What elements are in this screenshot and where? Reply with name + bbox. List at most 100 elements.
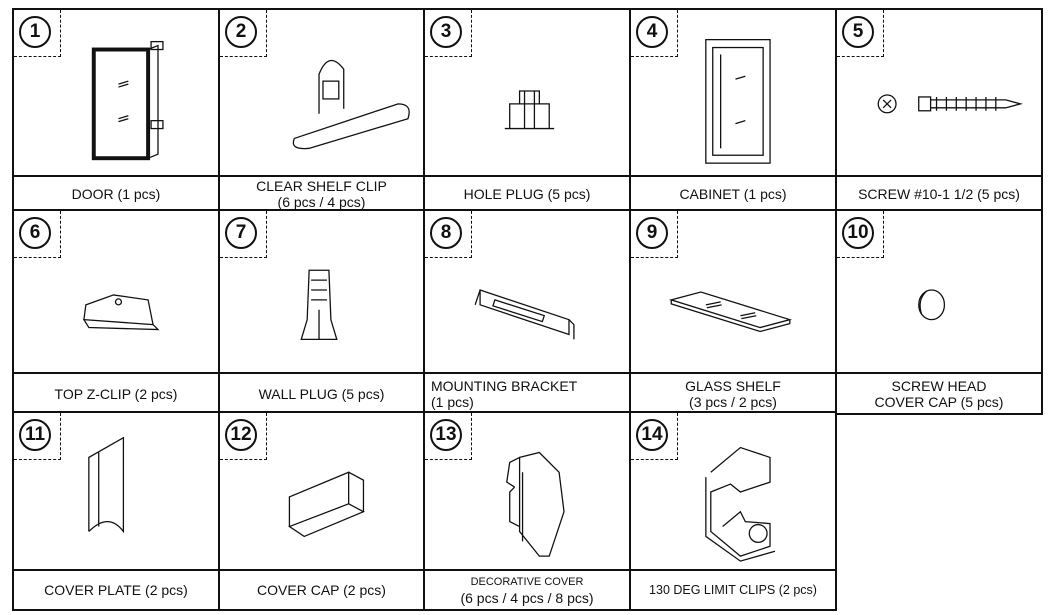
part-number-badge: 4 <box>631 10 678 57</box>
part-number: 11 <box>19 419 51 451</box>
part-label-line: COVER CAP (2 pcs) <box>257 582 386 598</box>
part-number-badge: 5 <box>837 10 884 57</box>
part-number: 2 <box>225 16 257 48</box>
part-cell-2: 2 CLEAR SHELF CLIP(6 pcs / 4 pcs) <box>218 8 425 213</box>
part-number: 3 <box>430 16 462 48</box>
part-label-line: CLEAR SHELF CLIP <box>256 178 387 194</box>
part-image-area: 12 <box>220 413 423 571</box>
part-number: 9 <box>636 217 668 249</box>
part-image-area: 7 <box>220 211 423 374</box>
part-label-line: SCREW #10-1 1/2 (5 pcs) <box>858 186 1020 202</box>
part-label: CLEAR SHELF CLIP(6 pcs / 4 pcs) <box>220 177 423 211</box>
part-image-area: 14 <box>631 413 835 571</box>
part-image-area: 2 <box>220 10 423 177</box>
part-cell-12: 12 COVER CAP (2 pcs) <box>218 411 425 611</box>
part-label-line: SCREW HEAD <box>891 377 987 394</box>
part-label-line: COVER PLATE (2 pcs) <box>44 582 188 598</box>
part-label: CABINET (1 pcs) <box>631 177 835 211</box>
part-cell-3: 3 HOLE PLUG (5 pcs) <box>423 8 631 213</box>
part-label-line: (6 pcs / 4 pcs) <box>277 194 366 210</box>
part-image-area: 11 <box>14 413 218 571</box>
part-label-line: (1 pcs) <box>431 393 474 410</box>
part-image-area: 10 <box>837 211 1041 374</box>
part-label-line: (3 pcs / 2 pcs) <box>689 393 777 410</box>
part-cell-11: 11 COVER PLATE (2 pcs) <box>12 411 220 611</box>
part-label: MOUNTING BRACKET(1 pcs) <box>425 374 629 413</box>
cover-cap-icon <box>288 471 365 538</box>
part-number: 13 <box>430 419 462 451</box>
cabinet-icon <box>705 38 771 164</box>
part-label-line: DOOR (1 pcs) <box>71 186 161 202</box>
part-label: GLASS SHELF(3 pcs / 2 pcs) <box>631 374 835 413</box>
part-number-badge: 2 <box>220 10 267 57</box>
part-number-badge: 9 <box>631 211 678 258</box>
part-number-badge: 14 <box>631 413 678 460</box>
part-cell-6: 6 TOP Z-CLIP (2 pcs) <box>12 209 220 415</box>
part-cell-14: 14 130 DEG LIMIT CLIPS (2 pcs) <box>629 411 837 611</box>
part-label: HOLE PLUG (5 pcs) <box>425 177 629 211</box>
part-number: 4 <box>636 16 668 48</box>
limit-clip-icon <box>705 446 776 562</box>
screw-icon <box>877 94 1024 114</box>
part-number: 1 <box>19 16 51 48</box>
part-number: 6 <box>19 217 51 249</box>
part-label-line: MOUNTING BRACKET <box>431 377 578 394</box>
part-number: 5 <box>842 16 874 48</box>
part-number-badge: 10 <box>837 211 884 258</box>
part-label-line: CABINET (1 pcs) <box>679 186 787 202</box>
part-number-badge: 1 <box>14 10 61 57</box>
part-label-line: 130 DEG LIMIT CLIPS (2 pcs) <box>649 583 817 597</box>
decorative-cover-icon <box>506 451 565 557</box>
part-number-badge: 7 <box>220 211 267 258</box>
part-image-area: 8 <box>425 211 629 374</box>
part-number-badge: 6 <box>14 211 61 258</box>
part-label-line: COVER CAP (5 pcs) <box>874 393 1004 410</box>
part-label: WALL PLUG (5 pcs) <box>220 374 423 413</box>
part-cell-1: 1 DOOR (1 pcs) <box>12 8 220 213</box>
part-cell-5: 5 SCREW #10-1 1/2 (5 pcs) <box>835 8 1043 213</box>
part-label: COVER CAP (2 pcs) <box>220 571 423 609</box>
wall-plug-icon <box>300 269 338 341</box>
shelf-clip-icon <box>292 59 410 150</box>
part-number-badge: 3 <box>425 10 472 57</box>
part-label: TOP Z-CLIP (2 pcs) <box>14 374 218 413</box>
z-clip-icon <box>82 294 160 331</box>
part-image-area: 5 <box>837 10 1041 177</box>
glass-shelf-icon <box>668 291 793 333</box>
part-number: 7 <box>225 217 257 249</box>
part-label: DOOR (1 pcs) <box>14 177 218 211</box>
part-cell-7: 7 WALL PLUG (5 pcs) <box>218 209 425 415</box>
part-number: 12 <box>225 419 257 451</box>
part-image-area: 3 <box>425 10 629 177</box>
part-cell-13: 13 DECORATIVE COVER(6 pcs / 4 pcs / 8 pc… <box>423 411 631 611</box>
part-cell-4: 4 CABINET (1 pcs) <box>629 8 837 213</box>
part-image-area: 13 <box>425 413 629 571</box>
part-number-badge: 13 <box>425 413 472 460</box>
part-image-area: 6 <box>14 211 218 374</box>
part-cell-8: 8 MOUNTING BRACKET(1 pcs) <box>423 209 631 415</box>
cover-cap-round-icon <box>918 289 946 321</box>
part-number-badge: 12 <box>220 413 267 460</box>
part-number: 14 <box>636 419 668 451</box>
part-number: 8 <box>430 217 462 249</box>
part-number-badge: 11 <box>14 413 61 460</box>
part-label-line: WALL PLUG (5 pcs) <box>258 385 385 402</box>
door-icon <box>91 40 164 161</box>
part-label-line: HOLE PLUG (5 pcs) <box>463 186 591 202</box>
part-label: 130 DEG LIMIT CLIPS (2 pcs) <box>631 571 835 609</box>
mounting-bracket-icon <box>474 289 575 340</box>
hole-plug-icon <box>504 90 555 130</box>
part-image-area: 4 <box>631 10 835 177</box>
part-label: COVER PLATE (2 pcs) <box>14 571 218 609</box>
part-label-line: GLASS SHELF <box>685 377 781 394</box>
cover-plate-icon <box>88 436 125 534</box>
part-label-line: (6 pcs / 4 pcs / 8 pcs) <box>460 590 594 606</box>
part-label-line: TOP Z-CLIP (2 pcs) <box>54 385 178 402</box>
part-number-badge: 8 <box>425 211 472 258</box>
part-label: DECORATIVE COVER(6 pcs / 4 pcs / 8 pcs) <box>425 571 629 609</box>
part-number: 10 <box>842 217 874 249</box>
part-label: SCREW #10-1 1/2 (5 pcs) <box>837 177 1041 211</box>
part-image-area: 9 <box>631 211 835 374</box>
